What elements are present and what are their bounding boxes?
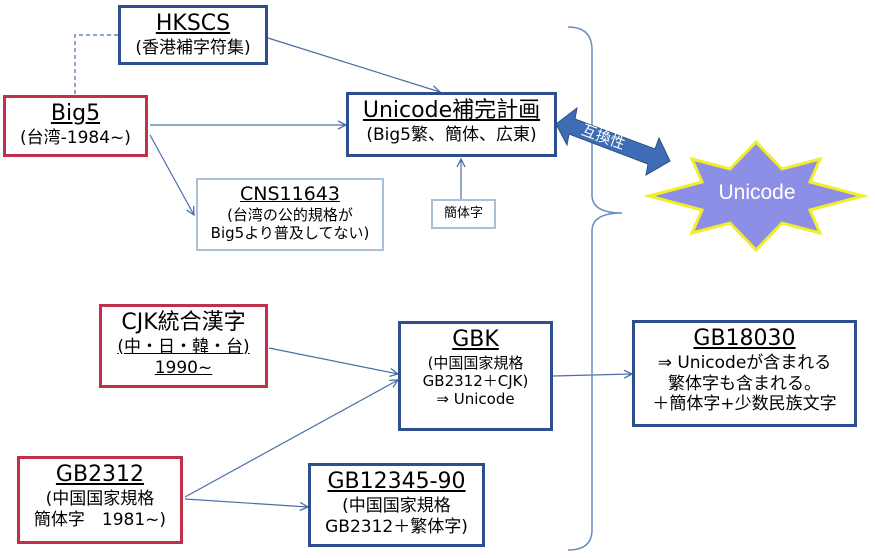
simplified-chars-label: 簡体字 bbox=[443, 206, 483, 221]
gb12345-title: GB12345-90 bbox=[327, 469, 466, 494]
cns11643-box: CNS11643 (台湾の公的規格が Big5より普及してない) bbox=[196, 178, 384, 251]
gbk-line2: (中国国家規格 bbox=[427, 353, 524, 372]
arrow-big5-to-cns11643 bbox=[149, 134, 194, 215]
gbk-line3: GB2312＋CJK) bbox=[422, 372, 529, 391]
compatibility-double-arrow bbox=[555, 106, 671, 176]
unicode-star-shape bbox=[643, 139, 869, 253]
big5-title: Big5 bbox=[50, 101, 101, 126]
gb2312-line2: (中国国家規格 bbox=[45, 488, 155, 509]
hkscs-subtitle: (香港補字符集) bbox=[135, 37, 251, 58]
cjk-box: CJK統合漢字 (中・日・韓・台) 1990~ bbox=[99, 304, 268, 388]
gb2312-title: GB2312 bbox=[55, 462, 145, 487]
big5-box: Big5 (台湾-1984~) bbox=[3, 95, 148, 157]
gbk-title: GBK bbox=[452, 327, 499, 352]
gb2312-box: GB2312 (中国国家規格 簡体字 1981~) bbox=[17, 456, 183, 544]
hkscs-title: HKSCS bbox=[155, 11, 231, 36]
unicode-label: Unicode bbox=[718, 181, 796, 204]
unicode-supplement-title: Unicode補完計画 bbox=[362, 98, 541, 123]
arrow-hkscs-to-unicode-supp bbox=[267, 37, 440, 92]
cjk-line2: (中・日・韓・台) bbox=[117, 336, 250, 357]
gb12345-box: GB12345-90 (中国国家規格 GB2312＋繁体字) bbox=[308, 463, 485, 547]
simplified-chars-box: 簡体字 bbox=[431, 199, 496, 229]
gb18030-line2: ⇒ Unicodeが含まれる bbox=[657, 352, 832, 373]
gb12345-line3: GB2312＋繁体字) bbox=[325, 516, 468, 537]
cns11643-line3: Big5より普及してない) bbox=[210, 224, 370, 243]
cns11643-title: CNS11643 bbox=[240, 183, 340, 205]
cjk-title: CJK統合漢字 bbox=[121, 310, 246, 335]
cjk-line3: 1990~ bbox=[154, 357, 213, 378]
unicode-supplement-subtitle: (Big5繁、簡体、広東) bbox=[366, 124, 537, 145]
cns11643-line2: (台湾の公的規格が bbox=[227, 206, 353, 225]
gb12345-line2: (中国国家規格 bbox=[342, 495, 451, 516]
big5-subtitle: (台湾-1984~) bbox=[20, 127, 131, 148]
hkscs-big5-dashed-link bbox=[74, 34, 118, 95]
gb2312-line3: 簡体字 1981~) bbox=[33, 509, 167, 530]
gb18030-line3: 繁体字も含まれる。 bbox=[668, 373, 821, 394]
gb18030-title: GB18030 bbox=[693, 326, 796, 351]
gbk-line4: ⇒ Unicode bbox=[436, 390, 515, 409]
curly-bracket bbox=[567, 26, 623, 551]
arrow-gb2312-to-gb12345 bbox=[184, 498, 308, 507]
arrow-gb2312-to-gbk bbox=[184, 380, 398, 498]
gbk-box: GBK (中国国家規格 GB2312＋CJK) ⇒ Unicode bbox=[398, 321, 553, 431]
hkscs-box: HKSCS (香港補字符集) bbox=[118, 5, 268, 65]
arrow-cjk-to-gbk bbox=[268, 347, 398, 374]
gb18030-line4: ＋簡体字+少数民族文字 bbox=[652, 394, 837, 415]
gb18030-box: GB18030 ⇒ Unicodeが含まれる 繁体字も含まれる。 ＋簡体字+少数… bbox=[632, 320, 857, 427]
unicode-supplement-box: Unicode補完計画 (Big5繁、簡体、広東) bbox=[346, 92, 557, 157]
